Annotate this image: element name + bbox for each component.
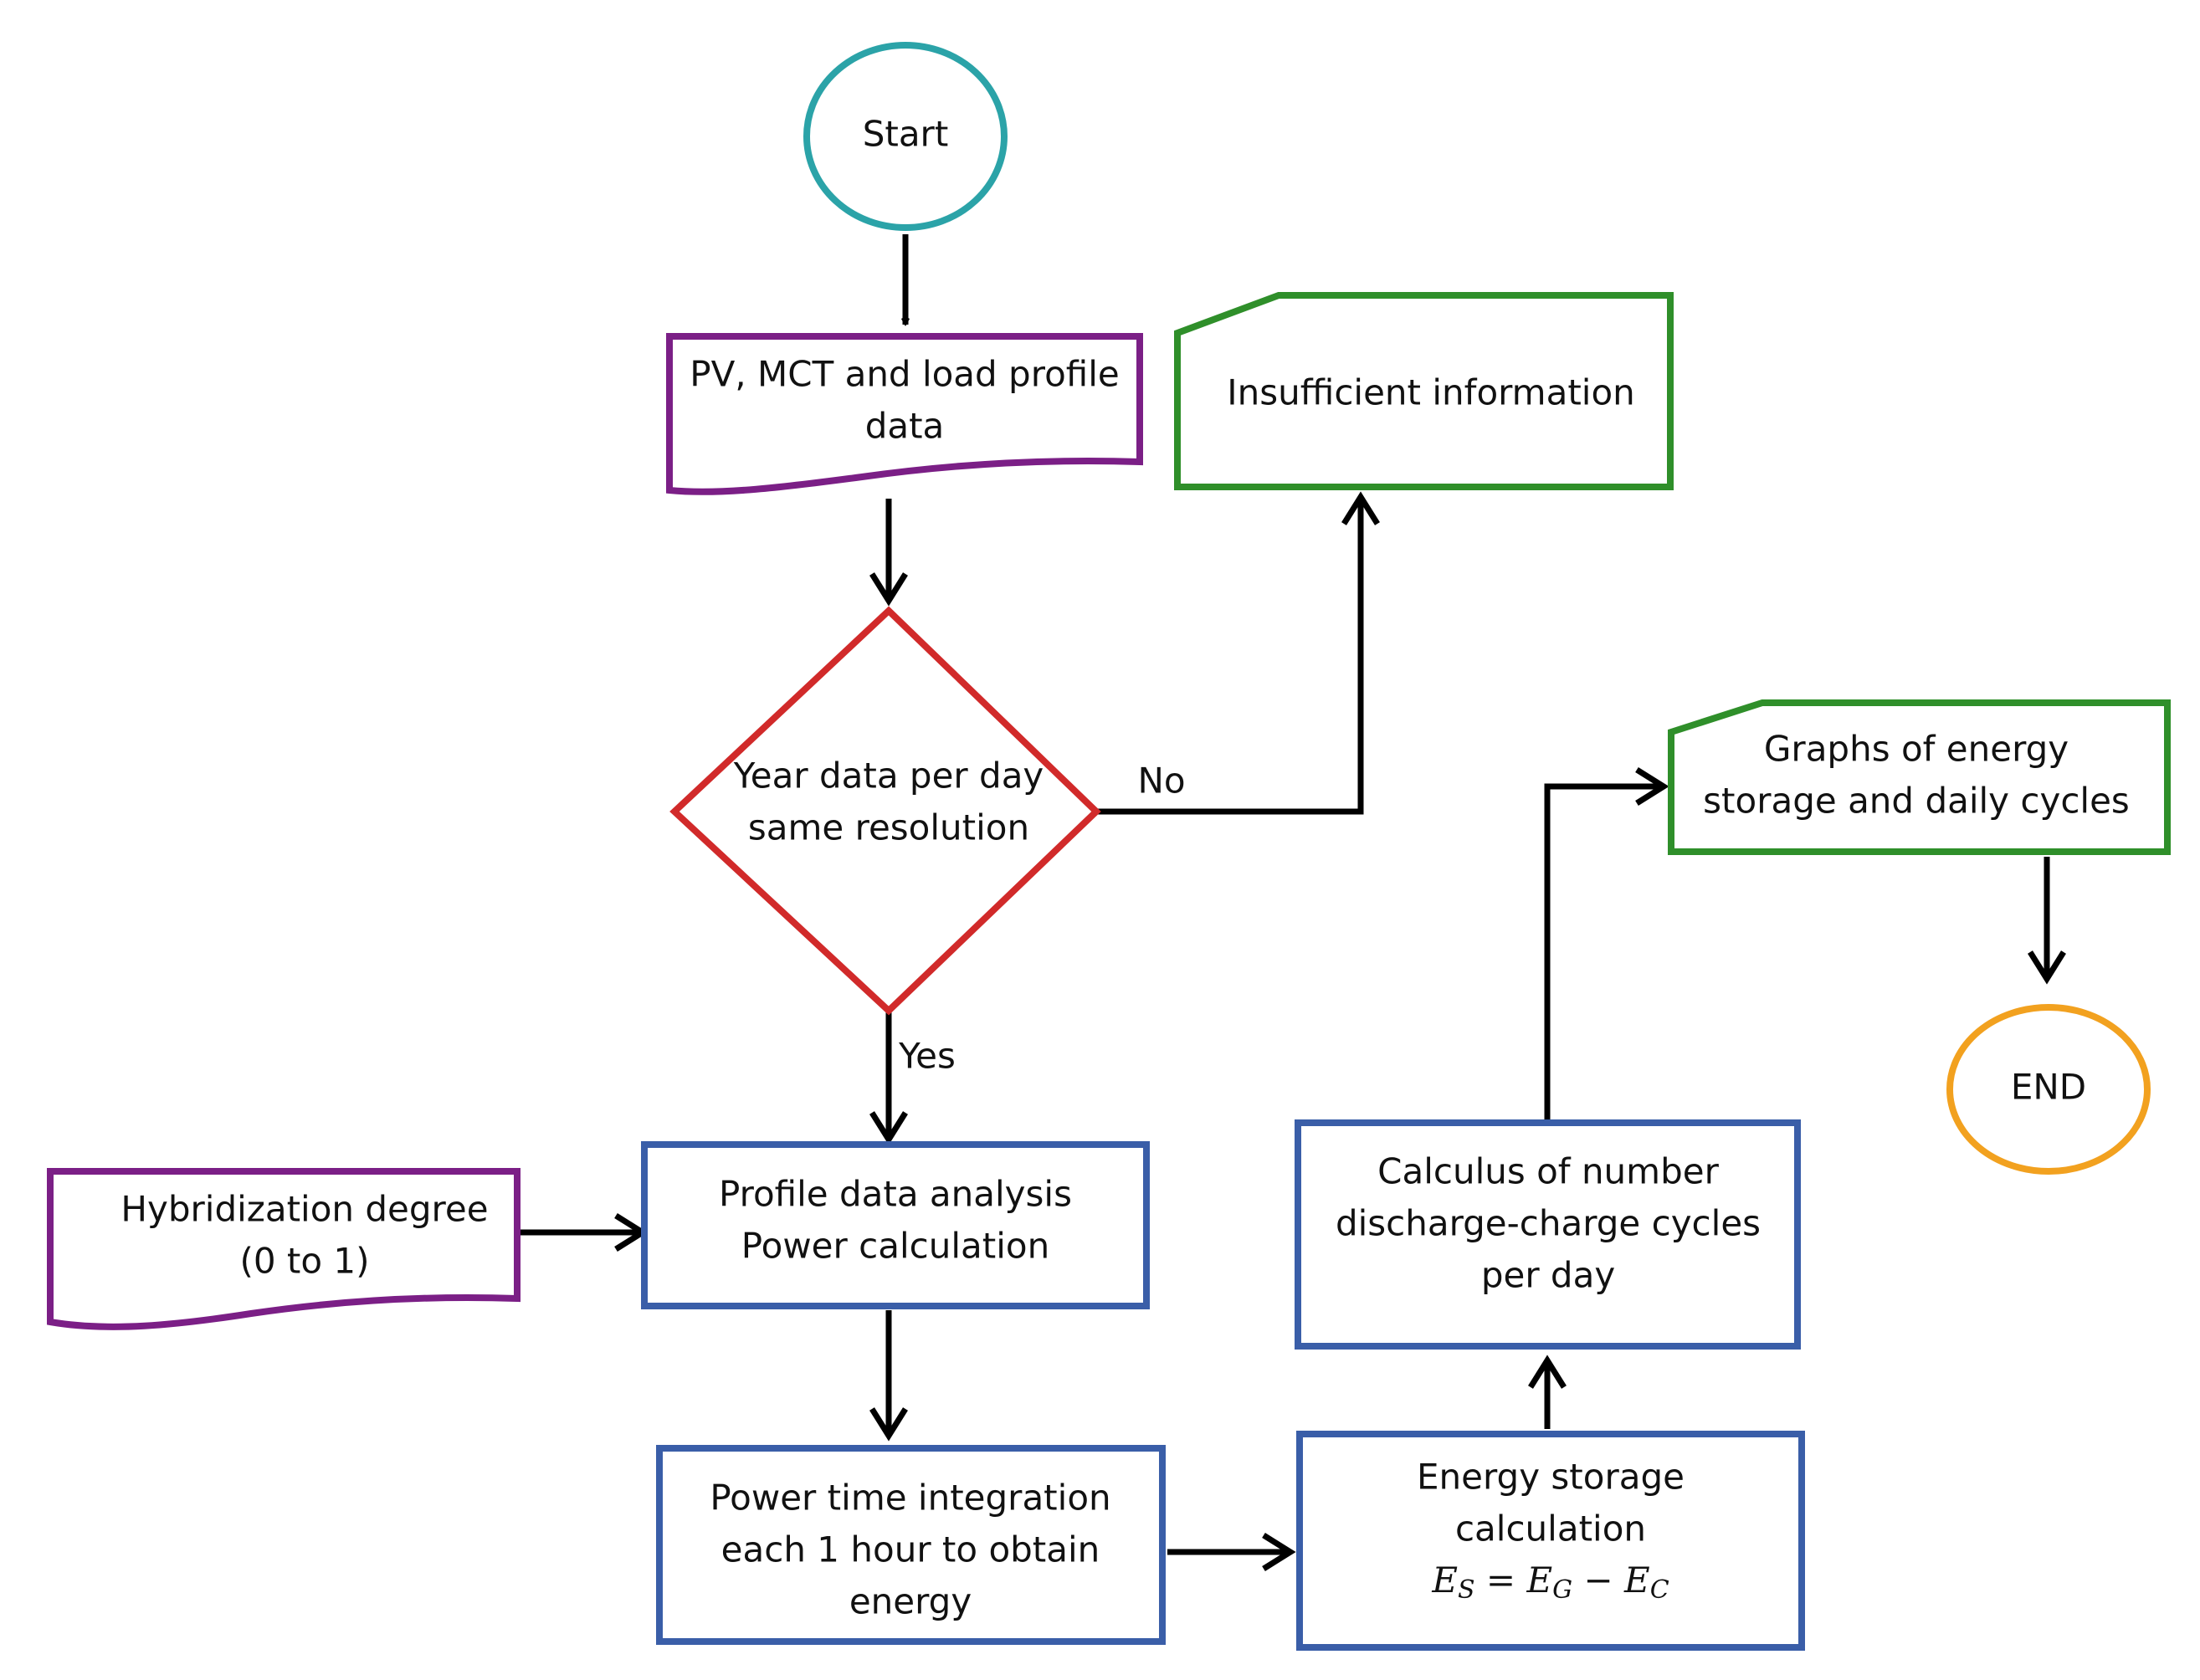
decision-node[interactable]: Year data per day same resolution: [669, 606, 1101, 1016]
input-profiles-line-1: PV, MCT and load profile: [690, 354, 1119, 395]
energy-storage-shape: [1296, 1431, 1805, 1651]
profile-analysis-shape: [641, 1141, 1150, 1309]
edge-cycles-to-graphs: [1544, 783, 1664, 1127]
power-integration-line-2: each 1 hour to obtain: [721, 1529, 1100, 1570]
start-label: Start: [863, 114, 949, 155]
start-shape: [803, 42, 1008, 231]
arrowhead-integration: [869, 1407, 908, 1442]
arrowhead-end: [2028, 950, 2066, 985]
decision-shape: [669, 606, 1101, 1016]
hybridization-line-1: Hybridization degree: [121, 1189, 488, 1230]
power-integration-line-1: Power time integration: [710, 1478, 1110, 1519]
insufficient-shape: [1174, 292, 1674, 490]
energy-storage-formula: ES = EG − EC: [1431, 1560, 1669, 1605]
arrowhead-analysis: [869, 1111, 908, 1145]
arrowheads: [614, 491, 2066, 1571]
input-profiles-line-2: data: [865, 406, 945, 447]
hybridization-node[interactable]: Hybridization degree (0 to 1): [47, 1168, 521, 1330]
start-node[interactable]: Start: [803, 42, 1008, 231]
cycles-node[interactable]: Calculus of number discharge-charge cycl…: [1295, 1119, 1801, 1350]
arrowhead-insufficient: [1341, 491, 1380, 525]
arrowhead-storage: [1262, 1533, 1296, 1571]
insufficient-node[interactable]: Insufficient information: [1174, 292, 1674, 490]
power-integration-node[interactable]: Power time integration each 1 hour to ob…: [656, 1445, 1166, 1645]
profile-analysis-node[interactable]: Profile data analysis Power calculation: [641, 1141, 1150, 1309]
cycles-shape: [1295, 1119, 1801, 1350]
edge-decision-to-insufficient: [1096, 497, 1364, 815]
graphs-line-2: storage and daily cycles: [1703, 781, 2130, 822]
decision-line-1: Year data per day: [733, 755, 1044, 796]
end-label: END: [2011, 1067, 2086, 1108]
energy-storage-node[interactable]: Energy storage calculation ES = EG − EC: [1296, 1431, 1805, 1651]
arrowhead-cycles: [1528, 1355, 1567, 1389]
energy-storage-line-2: calculation: [1455, 1508, 1646, 1549]
input-profiles-shape: [666, 333, 1143, 495]
decision-line-2: same resolution: [748, 807, 1029, 848]
edge-label-no: No: [1137, 761, 1185, 802]
hybridization-shape: [47, 1168, 521, 1330]
cycles-line-2: discharge-charge cycles: [1336, 1203, 1761, 1244]
power-integration-shape: [656, 1445, 1166, 1645]
edge-label-yes: Yes: [898, 1036, 956, 1077]
cycles-line-1: Calculus of number: [1377, 1151, 1719, 1192]
arrowhead-decision: [869, 572, 908, 607]
hybridization-line-2: (0 to 1): [239, 1241, 369, 1282]
edges: [521, 234, 2050, 1555]
graphs-line-1: Graphs of energy: [1764, 729, 2069, 770]
cycles-line-3: per day: [1481, 1255, 1615, 1296]
insufficient-label: Insufficient information: [1227, 372, 1635, 413]
input-profiles-node[interactable]: PV, MCT and load profile data: [666, 333, 1143, 495]
profile-analysis-line-2: Power calculation: [741, 1226, 1049, 1267]
arrowhead-graphs: [1635, 767, 1669, 806]
end-shape: [1946, 1004, 2151, 1175]
graphs-node[interactable]: Graphs of energy storage and daily cycle…: [1668, 699, 2171, 855]
energy-storage-line-1: Energy storage: [1417, 1457, 1685, 1498]
end-node[interactable]: END: [1946, 1004, 2151, 1175]
power-integration-line-3: energy: [849, 1581, 972, 1622]
profile-analysis-line-1: Profile data analysis: [719, 1174, 1072, 1215]
graphs-shape: [1668, 699, 2171, 855]
